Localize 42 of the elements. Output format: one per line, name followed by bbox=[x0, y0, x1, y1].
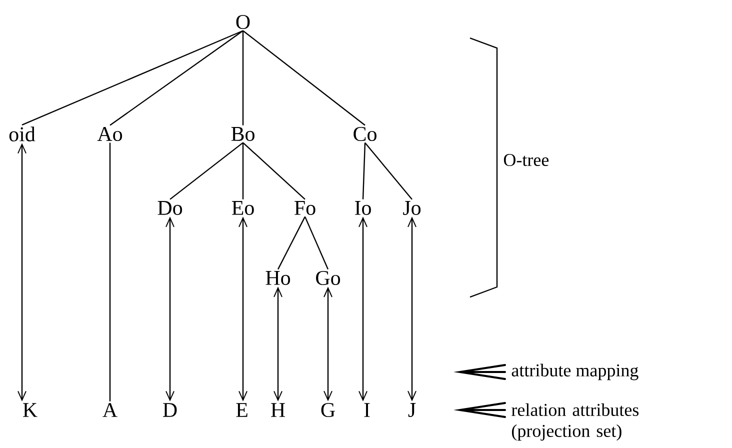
tree-node-label: G bbox=[321, 402, 335, 418]
tree-line bbox=[362, 142, 366, 200]
mapping-arrow bbox=[238, 216, 248, 402]
tree-line bbox=[304, 216, 329, 270]
tree-node-label: oid bbox=[9, 126, 36, 142]
tree-line bbox=[110, 30, 244, 126]
tree-node-label: Co bbox=[354, 126, 376, 142]
annotation-label: relation attributes (projection set) bbox=[512, 403, 639, 441]
tree-node-label: Do bbox=[158, 201, 182, 215]
tree-node-label: O bbox=[236, 14, 250, 30]
tree-node-label: E bbox=[236, 403, 248, 417]
tree-node-label: H bbox=[271, 403, 285, 417]
tree-node-label: I bbox=[364, 403, 370, 417]
tree-node-label: A bbox=[102, 403, 118, 417]
tree-line bbox=[277, 216, 306, 270]
tree-node-label: Bo bbox=[231, 127, 254, 141]
mapping-arrow bbox=[166, 216, 174, 402]
tree-node-label: Jo bbox=[403, 201, 421, 215]
tree-line bbox=[242, 30, 244, 126]
tree-line bbox=[242, 30, 366, 126]
tree-node-label: Fo bbox=[294, 201, 316, 215]
mapping-arrow bbox=[274, 286, 282, 402]
annotation-label: O-tree bbox=[504, 154, 549, 166]
tree-node-label: D bbox=[163, 403, 177, 417]
tree-line bbox=[242, 142, 244, 200]
tree-line bbox=[22, 30, 244, 126]
tree-line bbox=[364, 142, 412, 200]
tree-node-label: Go bbox=[316, 270, 340, 286]
tree-node-label: Eo bbox=[232, 201, 254, 215]
annotation-label: attribute mapping bbox=[512, 364, 638, 380]
mapping-arrow bbox=[324, 286, 332, 402]
mapping-line bbox=[109, 142, 111, 402]
tree-line bbox=[242, 142, 306, 200]
tree-node-label: Ho bbox=[266, 271, 290, 285]
tree-node-label: J bbox=[408, 403, 416, 417]
tree-node-label: Ao bbox=[97, 126, 122, 142]
mapping-arrow bbox=[18, 143, 26, 402]
tree-node-label: K bbox=[23, 403, 38, 417]
tree-line bbox=[170, 142, 244, 200]
tree-node-label: Io bbox=[355, 201, 371, 215]
mapping-arrow bbox=[358, 216, 368, 402]
mapping-arrow bbox=[408, 216, 416, 402]
